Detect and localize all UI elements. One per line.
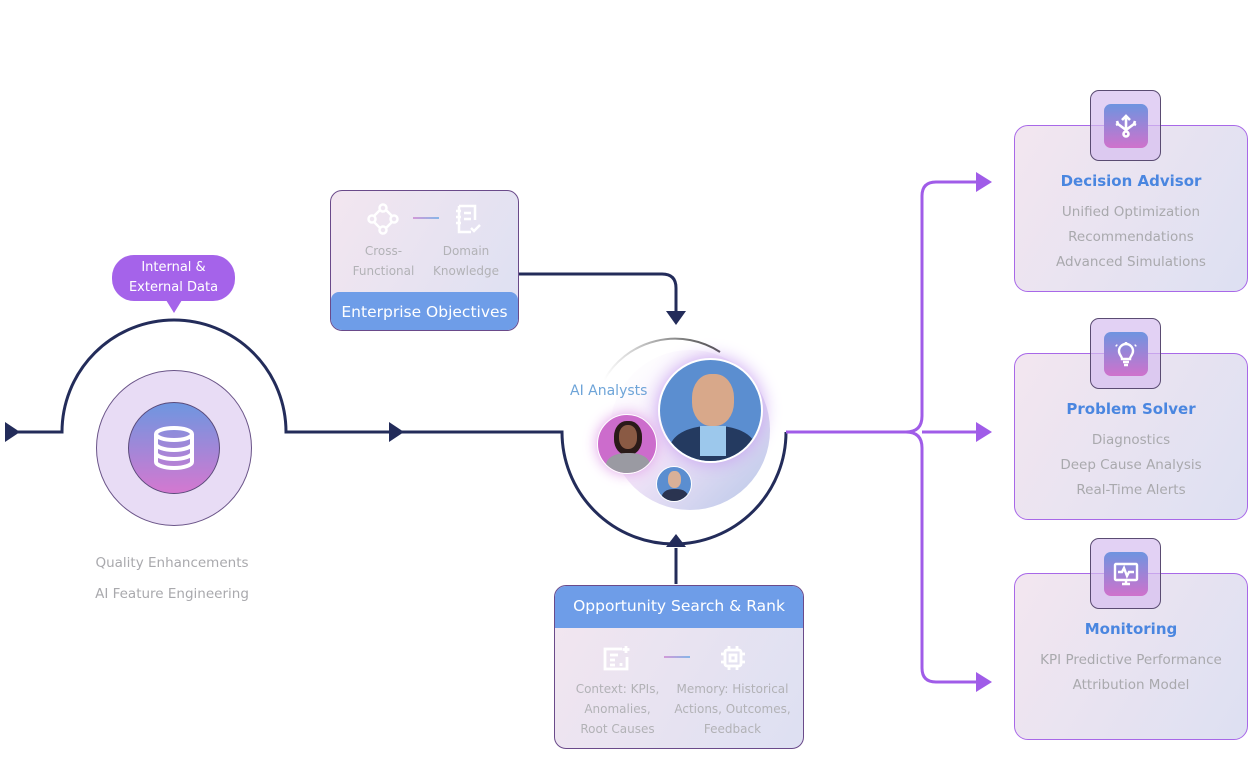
output-line: Deep Cause Analysis (1060, 457, 1202, 473)
output-line: Recommendations (1068, 229, 1194, 245)
context-card-icon (602, 645, 632, 677)
bubble-line2: External Data (128, 280, 219, 295)
data-step-quality: Quality Enhancements (95, 555, 249, 571)
problem-solver-title: Problem Solver (1066, 400, 1196, 418)
opportunity-search-title: Opportunity Search & Rank (555, 586, 803, 628)
bubble-line1: Internal & (141, 260, 206, 275)
analyst-avatar-young (656, 466, 692, 502)
context-line: Root Causes (580, 722, 655, 736)
opportunity-search-card: Opportunity Search & Rank Context: KPIs,… (554, 585, 804, 749)
cross-functional-line1: Cross- (364, 244, 403, 258)
enterprise-objectives-title: Enterprise Objectives (331, 292, 518, 330)
monitoring-icon-box (1090, 538, 1161, 609)
output-line: Advanced Simulations (1056, 254, 1206, 270)
output-line: Attribution Model (1072, 677, 1190, 693)
analyst-avatar-woman (597, 414, 657, 474)
data-step-feature-engineering: AI Feature Engineering (95, 586, 249, 602)
domain-knowledge-line1: Domain (442, 244, 490, 258)
split-arrows-icon (1104, 104, 1148, 148)
monitor-pulse-icon (1104, 552, 1148, 596)
memory-line: Memory: Historical (676, 682, 789, 696)
ai-analysts-label: AI Analysts (570, 383, 648, 399)
analyst-avatar-main (658, 358, 763, 463)
arrow-in (5, 422, 20, 442)
memory-line: Actions, Outcomes, (674, 702, 791, 716)
cross-functional-line2: Functional (352, 264, 415, 278)
lightbulb-icon (1104, 332, 1148, 376)
domain-knowledge-line2: Knowledge (433, 264, 499, 278)
problem-solver-card: Problem Solver Diagnostics Deep Cause An… (1014, 353, 1248, 520)
decision-advisor-icon-box (1090, 90, 1161, 161)
output-line: KPI Predictive Performance (1040, 652, 1222, 668)
database-icon (128, 402, 220, 494)
connector-dash (664, 656, 690, 658)
monitoring-title: Monitoring (1084, 620, 1178, 638)
chip-icon (719, 644, 747, 676)
bubble-pointer (166, 300, 182, 313)
problem-solver-icon-box (1090, 318, 1161, 389)
connector-dash (413, 217, 439, 219)
output-line: Real-Time Alerts (1076, 482, 1186, 498)
context-line: Anomalies, (584, 702, 651, 716)
database-node (96, 370, 252, 526)
memory-line: Feedback (703, 722, 762, 736)
network-nodes-icon (367, 203, 399, 239)
output-line: Diagnostics (1091, 432, 1171, 448)
output-line: Unified Optimization (1061, 204, 1201, 220)
notebook-check-icon (451, 203, 483, 239)
decision-advisor-title: Decision Advisor (1060, 172, 1202, 190)
data-source-bubble: Internal & External Data (112, 255, 235, 301)
context-line: Context: KPIs, (575, 682, 660, 696)
